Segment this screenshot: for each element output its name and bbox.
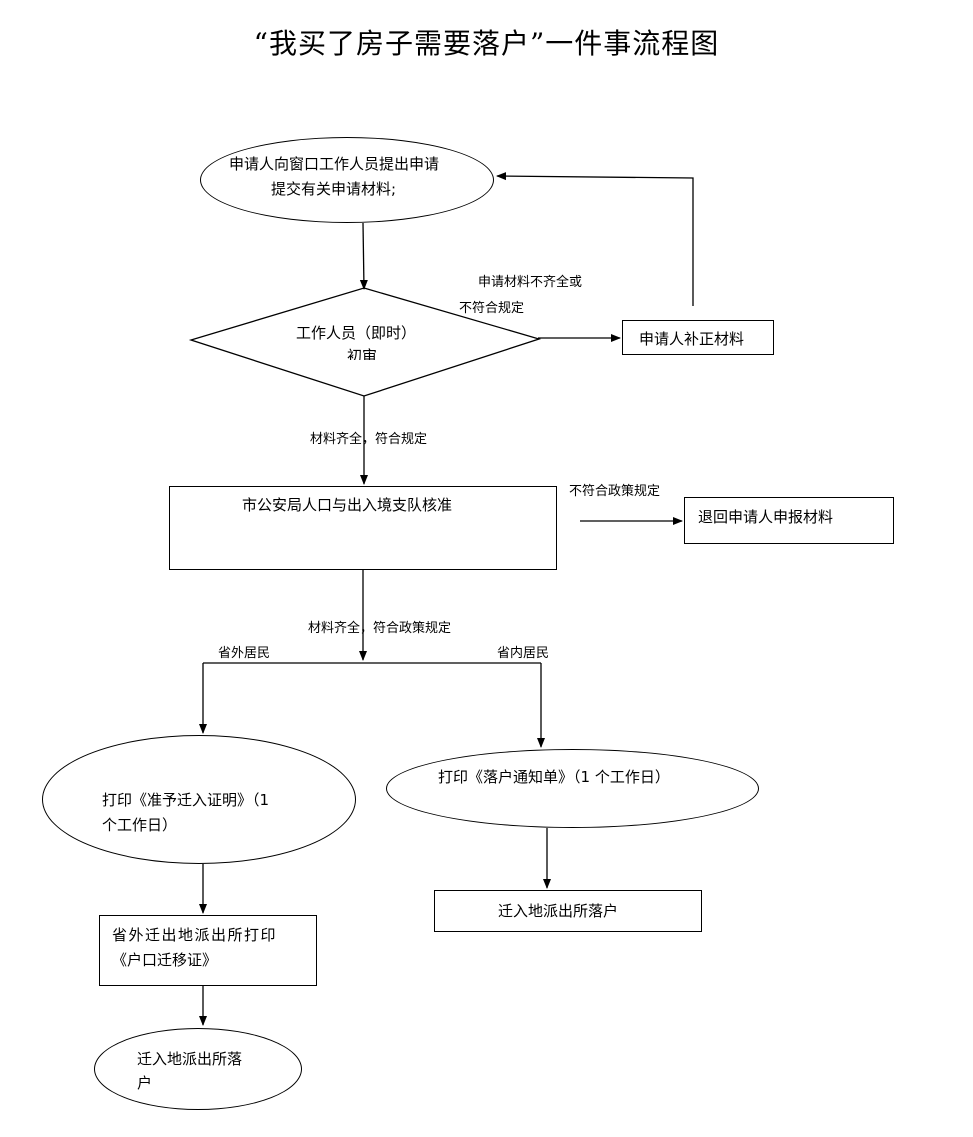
- print-notice-node: [386, 749, 759, 828]
- settle-left-line-1: 迁入地派出所落: [137, 1050, 243, 1068]
- print-cert-node: [42, 735, 356, 864]
- start-line-2: 提交有关申请材料;: [271, 180, 397, 198]
- out-province-print-line-1: 省外迁出地派出所打印: [112, 926, 278, 944]
- label-out-province: 省外居民: [218, 646, 271, 661]
- label-not-policy: 不符合政策规定: [569, 484, 661, 499]
- review-line-1: 工作人员（即时）: [296, 324, 417, 342]
- return-node: [684, 497, 894, 544]
- settle-right-node: [434, 890, 702, 932]
- arrow-start-to-review: [359, 222, 368, 290]
- print-notice-text: 打印《落户通知单》（1 个工作日）: [438, 768, 670, 786]
- review-diamond: [188, 287, 542, 397]
- settle-right-text: 迁入地派出所落户: [498, 902, 619, 920]
- approve-node: [169, 486, 557, 570]
- supplement-node: [622, 320, 774, 355]
- print-cert-line-1: 打印《准予迁入证明》（1: [102, 791, 270, 809]
- arrow-supplement-to-start: [496, 172, 694, 306]
- start-line-1: 申请人向窗口工作人员提出申请: [229, 155, 440, 173]
- settle-left-node: [94, 1028, 302, 1110]
- label-incomplete-2: 不符合规定: [459, 301, 525, 316]
- label-complete: 材料齐全，符合规定: [310, 432, 428, 447]
- label-in-province: 省内居民: [497, 646, 550, 661]
- label-incomplete-1: 申请材料不齐全或: [478, 275, 583, 290]
- out-province-print-node: [99, 915, 317, 986]
- supplement-text: 申请人补正材料: [639, 330, 745, 348]
- settle-left-line-2: 户: [137, 1074, 153, 1092]
- out-province-print-line-2: 《户口迁移证》: [112, 951, 218, 969]
- approve-text: 市公安局人口与出入境支队核准: [242, 496, 453, 514]
- page-title: “我买了房子需要落户”一件事流程图: [253, 27, 720, 60]
- review-line-2: 初审: [347, 347, 378, 360]
- return-text: 退回申请人申报材料: [698, 508, 834, 526]
- start-node: [200, 137, 494, 223]
- label-complete-policy: 材料齐全，符合政策规定: [308, 621, 452, 636]
- print-cert-line-2: 个工作日）: [102, 816, 178, 834]
